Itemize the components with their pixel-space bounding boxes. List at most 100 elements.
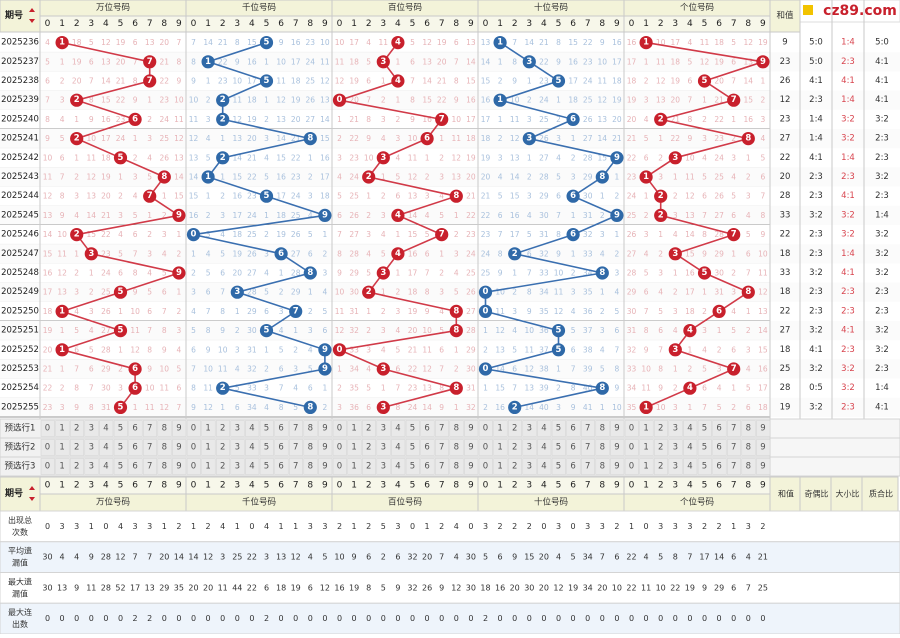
select-cell[interactable]: [522, 458, 537, 475]
select-cell[interactable]: [507, 420, 523, 437]
select-cell[interactable]: [245, 420, 260, 437]
select-cell[interactable]: [303, 439, 318, 456]
select-cell[interactable]: [259, 420, 274, 437]
select-cell[interactable]: [186, 458, 201, 475]
select-cell[interactable]: [361, 458, 377, 475]
select-cell[interactable]: [215, 420, 231, 437]
select-cell[interactable]: [391, 420, 406, 437]
select-cell[interactable]: [113, 458, 128, 475]
select-cell[interactable]: [610, 420, 625, 437]
select-cell[interactable]: [69, 439, 85, 456]
select-cell[interactable]: [99, 458, 114, 475]
select-cell[interactable]: [201, 420, 216, 437]
select-cell[interactable]: [683, 420, 698, 437]
select-cell[interactable]: [478, 420, 493, 437]
select-cell[interactable]: [40, 439, 55, 456]
select-cell[interactable]: [697, 458, 712, 475]
select-cell[interactable]: [215, 458, 231, 475]
select-cell[interactable]: [347, 439, 362, 456]
select-cell[interactable]: [756, 420, 771, 437]
select-cell[interactable]: [245, 439, 260, 456]
select-cell[interactable]: [756, 439, 771, 456]
select-cell[interactable]: [376, 420, 391, 437]
select-cell[interactable]: [668, 439, 683, 456]
select-cell[interactable]: [84, 458, 99, 475]
select-cell[interactable]: [157, 458, 172, 475]
select-cell[interactable]: [391, 458, 406, 475]
select-cell[interactable]: [142, 439, 158, 456]
select-cell[interactable]: [99, 439, 114, 456]
select-cell[interactable]: [449, 458, 464, 475]
select-cell[interactable]: [683, 439, 698, 456]
select-cell[interactable]: [186, 439, 201, 456]
select-cell[interactable]: [624, 420, 639, 437]
select-cell[interactable]: [624, 439, 639, 456]
select-cell[interactable]: [420, 420, 435, 437]
select-cell[interactable]: [391, 439, 406, 456]
select-cell[interactable]: [522, 420, 537, 437]
select-cell[interactable]: [157, 420, 172, 437]
select-cell[interactable]: [201, 458, 216, 475]
select-cell[interactable]: [318, 458, 333, 475]
select-cell[interactable]: [361, 439, 377, 456]
select-cell[interactable]: [128, 439, 143, 456]
select-cell[interactable]: [172, 420, 187, 437]
select-cell[interactable]: [274, 439, 289, 456]
select-cell[interactable]: [55, 439, 70, 456]
select-cell[interactable]: [580, 458, 596, 475]
select-cell[interactable]: [230, 420, 245, 437]
select-cell[interactable]: [522, 439, 537, 456]
sort-arrows-icon[interactable]: [29, 486, 35, 501]
sort-arrows-icon[interactable]: [29, 8, 35, 23]
select-cell[interactable]: [259, 439, 274, 456]
select-cell[interactable]: [259, 458, 274, 475]
select-cell[interactable]: [288, 420, 304, 437]
select-cell[interactable]: [172, 439, 187, 456]
select-cell[interactable]: [537, 420, 552, 437]
select-cell[interactable]: [610, 439, 625, 456]
select-cell[interactable]: [274, 420, 289, 437]
select-cell[interactable]: [128, 458, 143, 475]
select-cell[interactable]: [128, 420, 143, 437]
select-cell[interactable]: [434, 439, 450, 456]
select-cell[interactable]: [420, 439, 435, 456]
select-cell[interactable]: [551, 458, 566, 475]
select-cell[interactable]: [55, 420, 70, 437]
select-cell[interactable]: [113, 420, 128, 437]
select-cell[interactable]: [172, 458, 187, 475]
select-cell[interactable]: [712, 458, 727, 475]
select-cell[interactable]: [361, 420, 377, 437]
select-cell[interactable]: [69, 458, 85, 475]
select-cell[interactable]: [566, 420, 581, 437]
select-cell[interactable]: [697, 439, 712, 456]
select-cell[interactable]: [434, 420, 450, 437]
select-cell[interactable]: [741, 420, 756, 437]
select-cell[interactable]: [376, 439, 391, 456]
select-cell[interactable]: [142, 458, 158, 475]
select-cell[interactable]: [434, 458, 450, 475]
select-cell[interactable]: [288, 439, 304, 456]
select-cell[interactable]: [303, 458, 318, 475]
select-cell[interactable]: [610, 458, 625, 475]
select-cell[interactable]: [566, 439, 581, 456]
select-cell[interactable]: [624, 458, 639, 475]
select-cell[interactable]: [332, 420, 347, 437]
select-cell[interactable]: [653, 439, 669, 456]
select-cell[interactable]: [653, 458, 669, 475]
select-cell[interactable]: [668, 420, 683, 437]
select-cell[interactable]: [69, 420, 85, 437]
select-cell[interactable]: [215, 439, 231, 456]
select-cell[interactable]: [537, 439, 552, 456]
select-cell[interactable]: [405, 439, 420, 456]
select-cell[interactable]: [595, 420, 610, 437]
select-cell[interactable]: [245, 458, 260, 475]
select-cell[interactable]: [186, 420, 201, 437]
select-cell[interactable]: [493, 420, 508, 437]
select-cell[interactable]: [580, 420, 596, 437]
select-cell[interactable]: [595, 439, 610, 456]
select-cell[interactable]: [493, 439, 508, 456]
select-cell[interactable]: [40, 458, 55, 475]
select-cell[interactable]: [697, 420, 712, 437]
select-cell[interactable]: [478, 439, 493, 456]
select-cell[interactable]: [741, 439, 756, 456]
